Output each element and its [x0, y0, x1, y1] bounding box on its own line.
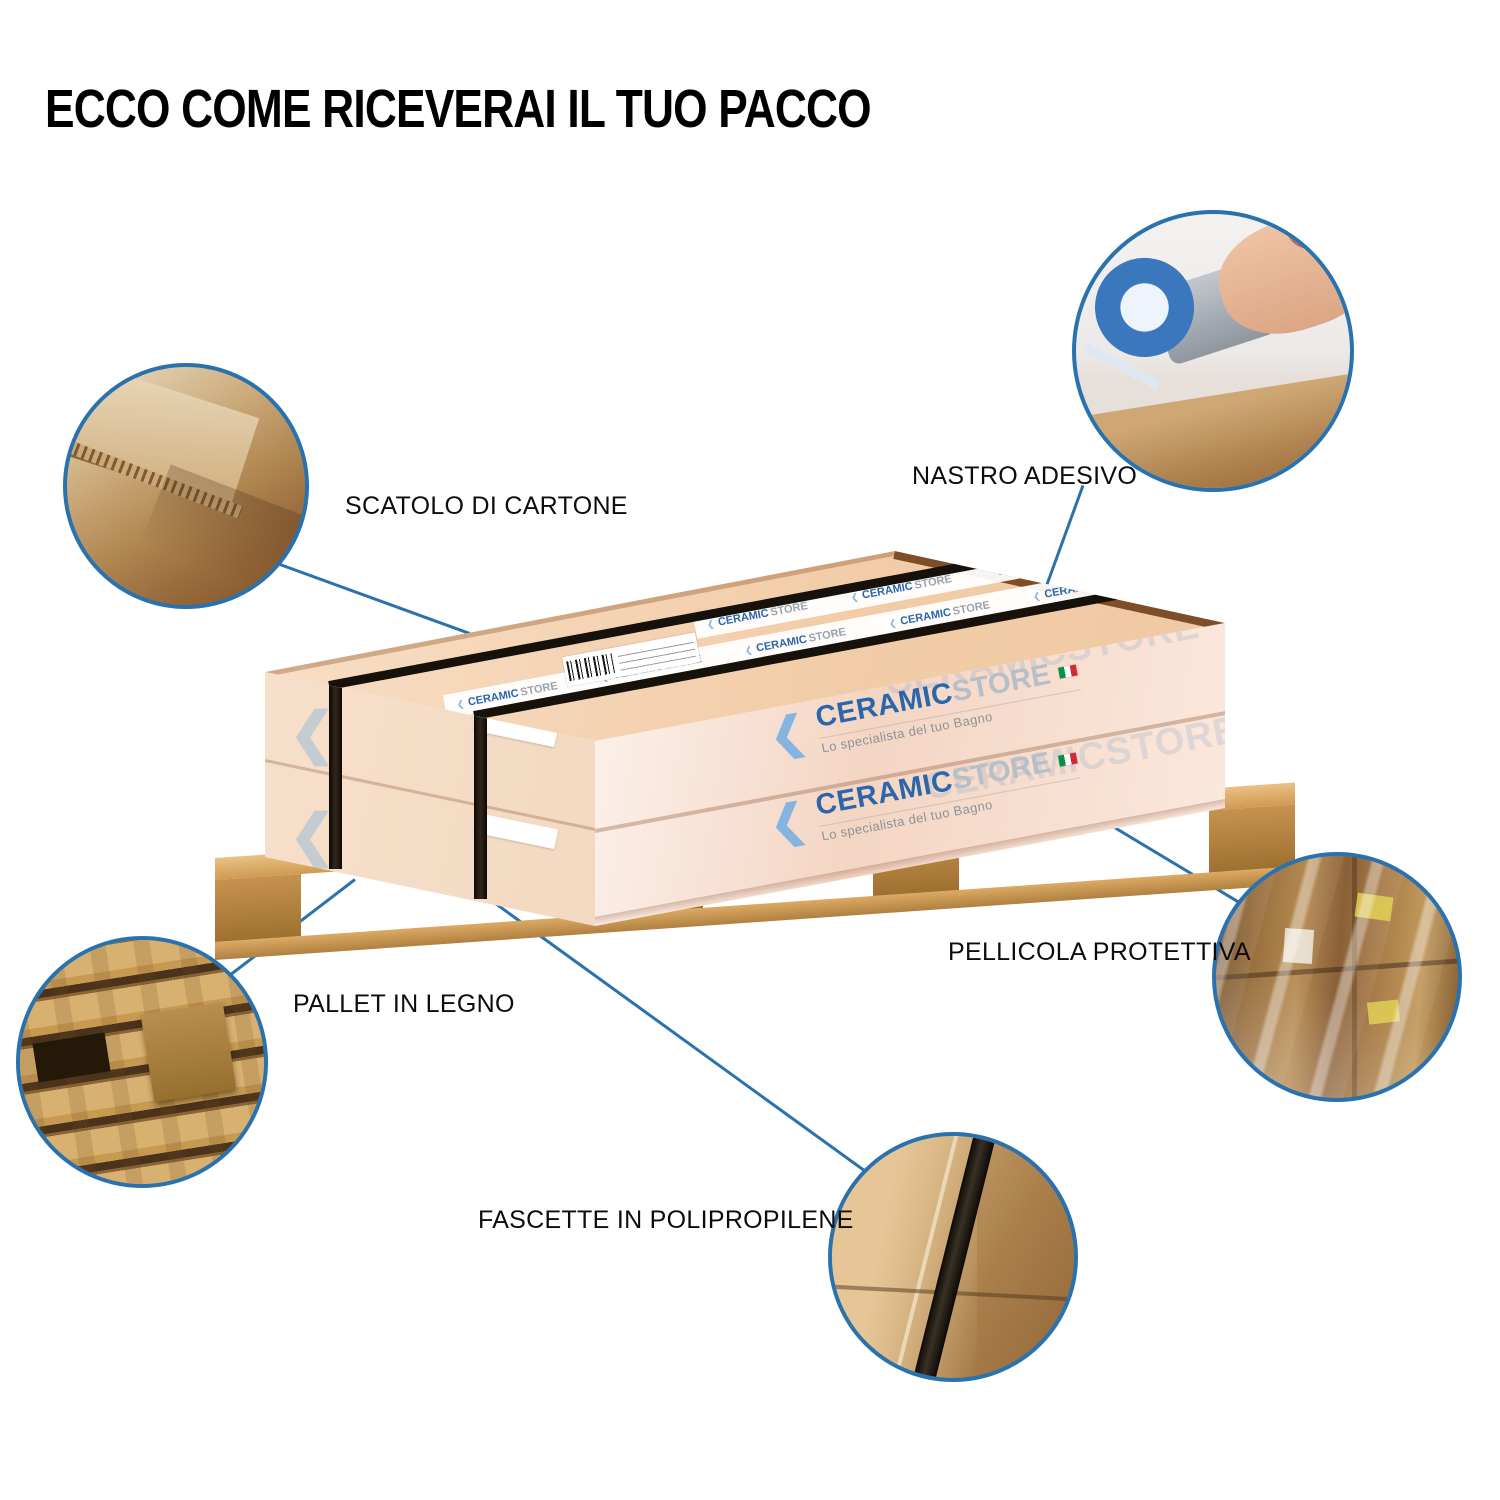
package-box: CERAMICSTORE CERAMICSTORE CERAMICSTORE C…	[265, 545, 1225, 935]
cardboard-shadow	[119, 464, 305, 605]
label-adhesive-tape: NASTRO ADESIVO	[912, 462, 1138, 490]
ceramicstore-chevron-icon	[850, 591, 861, 604]
ceramicstore-chevron-icon	[1176, 563, 1187, 576]
plastic-film-gloss	[1216, 856, 1458, 1098]
polypropylene-strap	[474, 713, 487, 899]
label-polypropylene-straps: FASCETTE IN POLIPROPILENE	[478, 1206, 854, 1234]
pallet-block	[140, 1002, 237, 1103]
ceramicstore-chevron-icon	[456, 698, 467, 711]
italy-flag-icon	[1058, 752, 1078, 767]
italy-flag-icon	[1058, 664, 1078, 679]
label-wooden-pallet: PALLET IN LEGNO	[293, 990, 515, 1018]
box-seam	[1351, 856, 1357, 1098]
ceramicstore-chevron-icon	[766, 710, 810, 760]
barcode-icon	[566, 653, 616, 682]
photo-cardboard-box	[63, 363, 309, 609]
photo-tape-dispenser	[1072, 210, 1354, 492]
tape-brand-mark: CERAMICSTORE	[1176, 551, 1225, 576]
plastic-film-shine	[1216, 856, 1458, 1098]
ceramicstore-chevron-icon	[994, 564, 1005, 577]
photo-shrink-wrapped-boxes	[1212, 852, 1462, 1102]
page-title: ECCO COME RICEVERAI IL TUO PACCO	[45, 79, 872, 140]
ceramicstore-chevron-icon	[1138, 537, 1149, 550]
ceramicstore-chevron-icon	[766, 798, 810, 848]
label-cardboard-box: SCATOLO DI CARTONE	[345, 492, 628, 520]
brand-logo-text: CERAMIC STORE Lo specialista del tuo Bag…	[813, 742, 1084, 844]
ceramicstore-chevron-icon	[744, 644, 755, 657]
background-object	[1286, 214, 1342, 250]
polypropylene-strap	[329, 683, 342, 869]
photo-strapped-box	[828, 1132, 1078, 1382]
ceramicstore-chevron-icon	[888, 617, 899, 630]
photo-wooden-pallet	[16, 936, 268, 1188]
ceramicstore-chevron-icon	[706, 618, 717, 631]
label-protective-film: PELLICOLA PROTETTIVA	[948, 938, 1251, 966]
ceramicstore-chevron-icon	[1032, 590, 1043, 603]
tape-brand-mark: CERAMICSTORE	[1138, 520, 1241, 550]
tape-brand-mark: CERAMICSTORE	[994, 551, 1097, 577]
